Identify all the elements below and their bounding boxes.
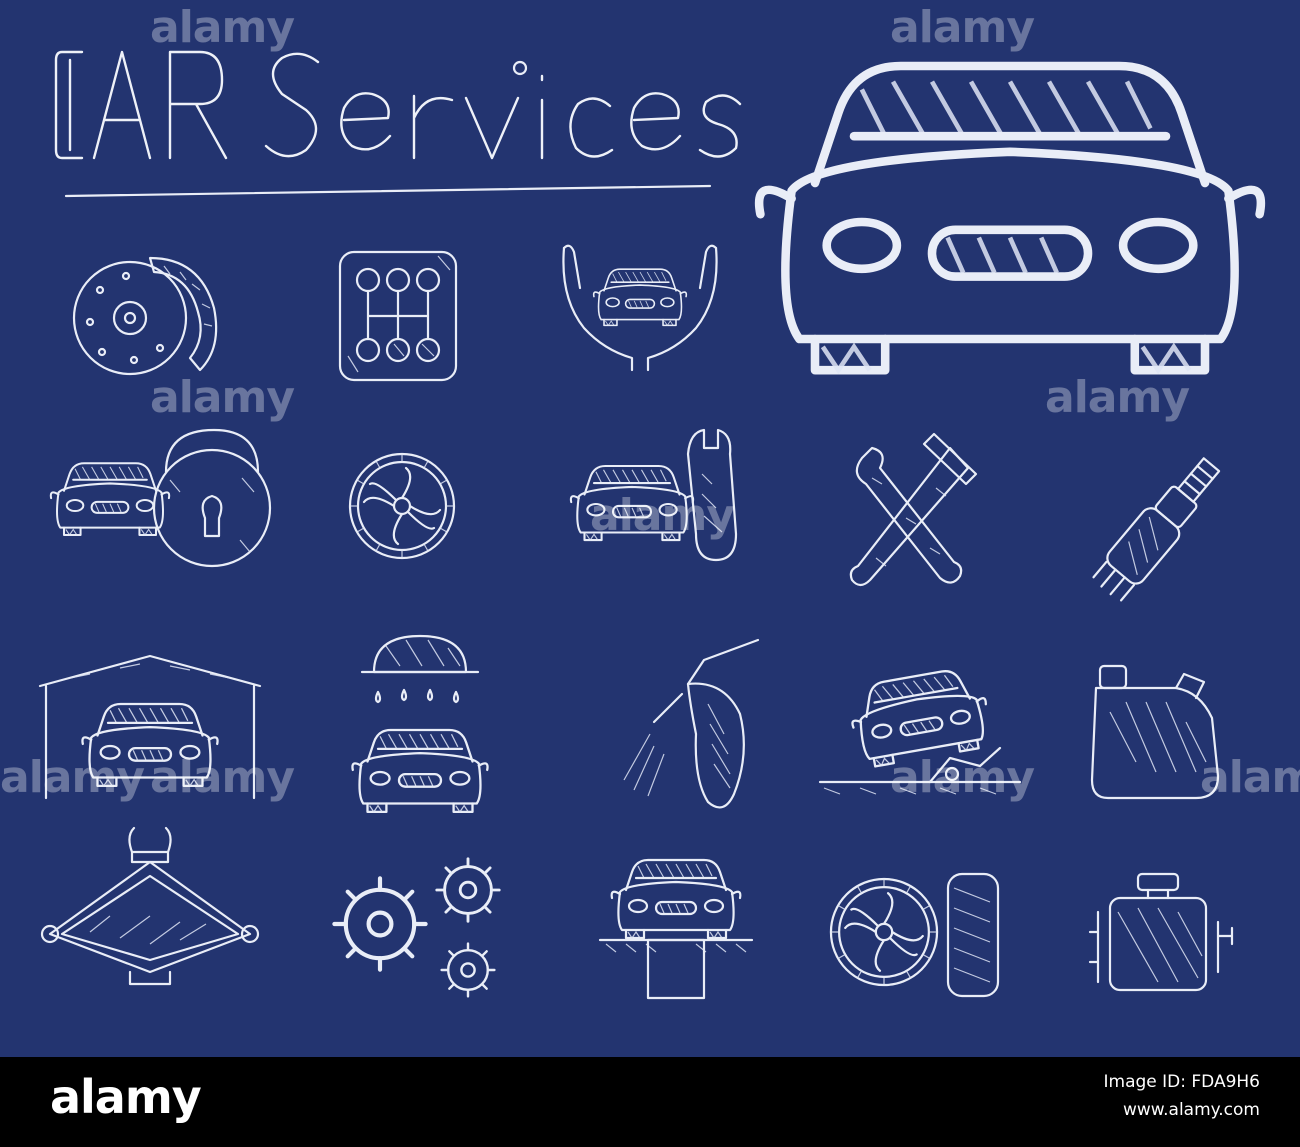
car-engine-icon bbox=[1088, 872, 1234, 992]
watermark-text: alamy bbox=[1200, 752, 1300, 803]
gears-icon bbox=[334, 857, 501, 998]
oil-canister-icon bbox=[1090, 664, 1220, 800]
scissor-jack-icon bbox=[40, 826, 260, 986]
crossed-wrench-hammer-icon bbox=[849, 432, 978, 587]
watermark-text: alamy bbox=[1045, 372, 1190, 423]
watermark-text: alamy bbox=[890, 2, 1035, 53]
wheel-rim-icon bbox=[348, 452, 456, 560]
car-garage-icon bbox=[38, 654, 262, 800]
title-lettering: CAR Services bbox=[54, 50, 742, 198]
watermark-text: alamy bbox=[150, 2, 295, 53]
car-front-large-icon bbox=[759, 66, 1261, 370]
brake-disc-icon bbox=[72, 256, 218, 376]
watermark-text: alamy bbox=[150, 372, 295, 423]
watermark-text: alamy bbox=[150, 752, 295, 803]
watermark-text: alamy bbox=[890, 752, 1035, 803]
website-text: www.alamy.com bbox=[1122, 1100, 1260, 1120]
wheel-and-tire-icon bbox=[829, 872, 1000, 998]
spark-plug-icon bbox=[1092, 457, 1221, 602]
spray-gun-icon bbox=[623, 638, 760, 809]
watermark-text: alamy bbox=[590, 490, 735, 541]
car-lock-icon bbox=[49, 428, 272, 568]
car-wash-icon bbox=[351, 634, 489, 814]
car-on-lift-icon bbox=[598, 858, 754, 1000]
car-in-hands-icon bbox=[562, 244, 718, 372]
footer-bar bbox=[0, 1057, 1300, 1147]
alamy-logo: alamy bbox=[50, 1070, 202, 1124]
watermark-text: alamy bbox=[0, 752, 145, 803]
image-id-text: Image ID: FDA9H6 bbox=[1103, 1072, 1261, 1092]
gearbox-shifter-icon bbox=[338, 250, 458, 382]
car-services-illustration: CAR Services bbox=[0, 0, 1300, 1057]
doodle-canvas: CAR Services bbox=[38, 50, 1300, 1000]
car-lift-jack-icon bbox=[818, 663, 1022, 795]
car-wrench-icon bbox=[569, 428, 738, 562]
